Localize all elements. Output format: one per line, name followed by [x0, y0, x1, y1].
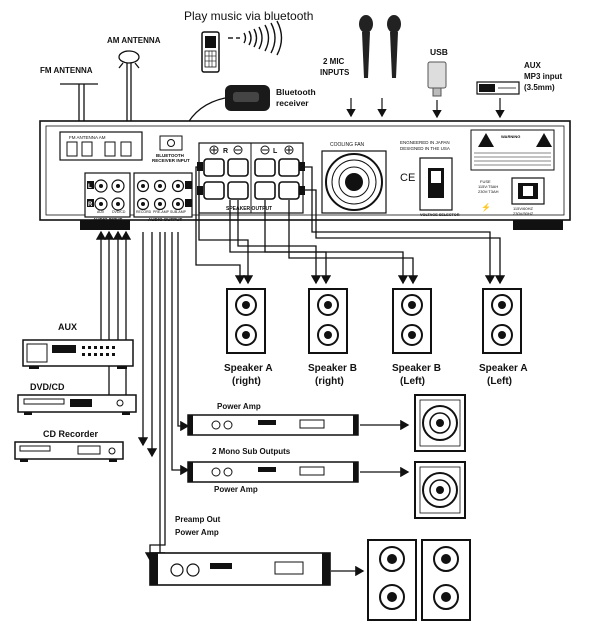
preamp-out-label-1: Preamp Out	[175, 515, 221, 524]
mp3-player-icon	[476, 81, 520, 95]
antenna-plate-label: FM ANTENNA AM	[69, 135, 106, 140]
speaker-b-right-label-2: (right)	[315, 376, 344, 387]
bt-input-label-1: BLUETOOTH	[156, 153, 184, 158]
am-antenna-label: AM ANTENNA	[107, 36, 161, 45]
speaker-a-left	[482, 288, 522, 354]
fuse-line-1: FUSE	[480, 179, 491, 184]
rca-label-preamp: PRE-AMP	[153, 210, 170, 214]
aux-mp3-label-2: MP3 input	[524, 72, 563, 81]
usb-label: USB	[430, 47, 448, 57]
aux-mp3-label-1: AUX	[524, 61, 542, 70]
bt-input-label-2: RECEIVER INPUT	[152, 158, 190, 163]
voltage-selector-switch[interactable]	[419, 157, 453, 211]
rca-l-label: L	[88, 184, 92, 190]
dvdcd-source-label: DVD/CD	[30, 382, 65, 392]
speaker-b-right-label-1: Speaker B	[308, 363, 357, 374]
mono-sub-label: 2 Mono Sub Outputs	[212, 447, 291, 456]
speaker-b-right	[308, 288, 348, 354]
subwoofer-top	[414, 394, 466, 452]
engineered-label-1: ENGNEERED IN JAPAN	[400, 140, 450, 145]
ce-mark: CE	[400, 172, 415, 184]
speaker-a-right-label-2: (right)	[232, 376, 261, 387]
cooling-fan-label: COOLING FAN	[330, 142, 365, 148]
speaker-bottom-right	[421, 539, 471, 621]
cooling-fan-icon	[321, 150, 387, 214]
warning-plate	[470, 129, 555, 171]
rca-jack-block	[84, 172, 193, 218]
preamp-out-label-2: Power Amp	[175, 528, 219, 537]
rca-label-aux: AUX	[97, 210, 105, 214]
bluetooth-receiver-label-1: Bluetooth	[276, 87, 316, 97]
dvdcd-device	[17, 394, 137, 415]
rca-label-subamp: SUB-AMP	[170, 210, 187, 214]
speaker-b-left-label-2: (Left)	[400, 376, 425, 387]
speaker-b-left	[392, 288, 432, 354]
microphone-icon	[387, 15, 401, 78]
audio-output-label: AUDIO OUTPUT	[148, 217, 183, 222]
subwoofer-bottom	[414, 461, 466, 519]
bluetooth-receiver-icon	[184, 85, 270, 129]
speaker-r-label: R	[223, 148, 228, 155]
power-amp-top	[187, 414, 359, 436]
bluetooth-receiver-label-2: receiver	[276, 98, 309, 108]
rca-label-dvdcd: DVD/CD	[112, 210, 126, 214]
engineered-label-2: DESIGNED IN THE USA	[400, 146, 450, 151]
fm-antenna-label: FM ANTENNA	[40, 66, 93, 75]
phone-icon	[201, 31, 220, 73]
rca-r-label: R	[88, 202, 93, 208]
bluetooth-caption: Play music via bluetooth	[184, 9, 313, 23]
usb-stick-icon	[427, 61, 447, 97]
power-amp-mid	[187, 461, 359, 483]
speaker-output-terminals	[197, 142, 305, 214]
bluetooth-input-jack	[159, 135, 183, 151]
am-antenna-icon	[118, 50, 140, 132]
aux-mp3-label-3: (3.5mm)	[524, 83, 555, 92]
speaker-b-left-label-1: Speaker B	[392, 363, 441, 374]
audio-input-label: AUDIO INPUT	[93, 217, 123, 222]
antenna-terminal	[59, 131, 143, 161]
cd-recorder-label: CD Recorder	[43, 429, 99, 439]
wireless-waves-icon	[228, 20, 283, 56]
voltage-line-1: 115V/60HZ	[513, 206, 533, 211]
speaker-a-left-label-1: Speaker A	[479, 363, 528, 374]
speaker-a-right-label-1: Speaker A	[224, 363, 273, 374]
warning-label: WARNING	[501, 134, 520, 139]
mic-inputs-label-1: 2 MIC	[323, 57, 345, 66]
speaker-output-label: SPEAKER OUTPUT	[226, 206, 272, 212]
voltage-selector-label: VOLTAGE SELECTOR	[420, 213, 460, 217]
fuse-line-2: 115V:T5AH	[478, 184, 498, 189]
mic-inputs-label-2: INPUTS	[320, 68, 350, 77]
speaker-a-left-label-2: (Left)	[487, 376, 512, 387]
microphone-icon	[359, 15, 373, 78]
rca-label-record: RECORD	[136, 210, 152, 214]
aux-source-label: AUX	[58, 322, 77, 332]
fuse-line-3: 230V:T3AH	[478, 189, 499, 194]
speaker-a-right	[226, 288, 266, 354]
aux-device	[22, 339, 134, 369]
power-inlet	[511, 177, 545, 205]
power-amp-mid-label: Power Amp	[214, 485, 258, 494]
speaker-l-label: L	[273, 148, 278, 155]
cd-recorder-device	[14, 441, 124, 462]
voltage-line-2: 230V/50HZ	[513, 211, 534, 216]
lightning-icon: ⚡	[481, 202, 491, 212]
power-amp-top-label: Power Amp	[217, 402, 261, 411]
power-amp-bottom	[149, 552, 331, 586]
speaker-bottom-left	[367, 539, 417, 621]
